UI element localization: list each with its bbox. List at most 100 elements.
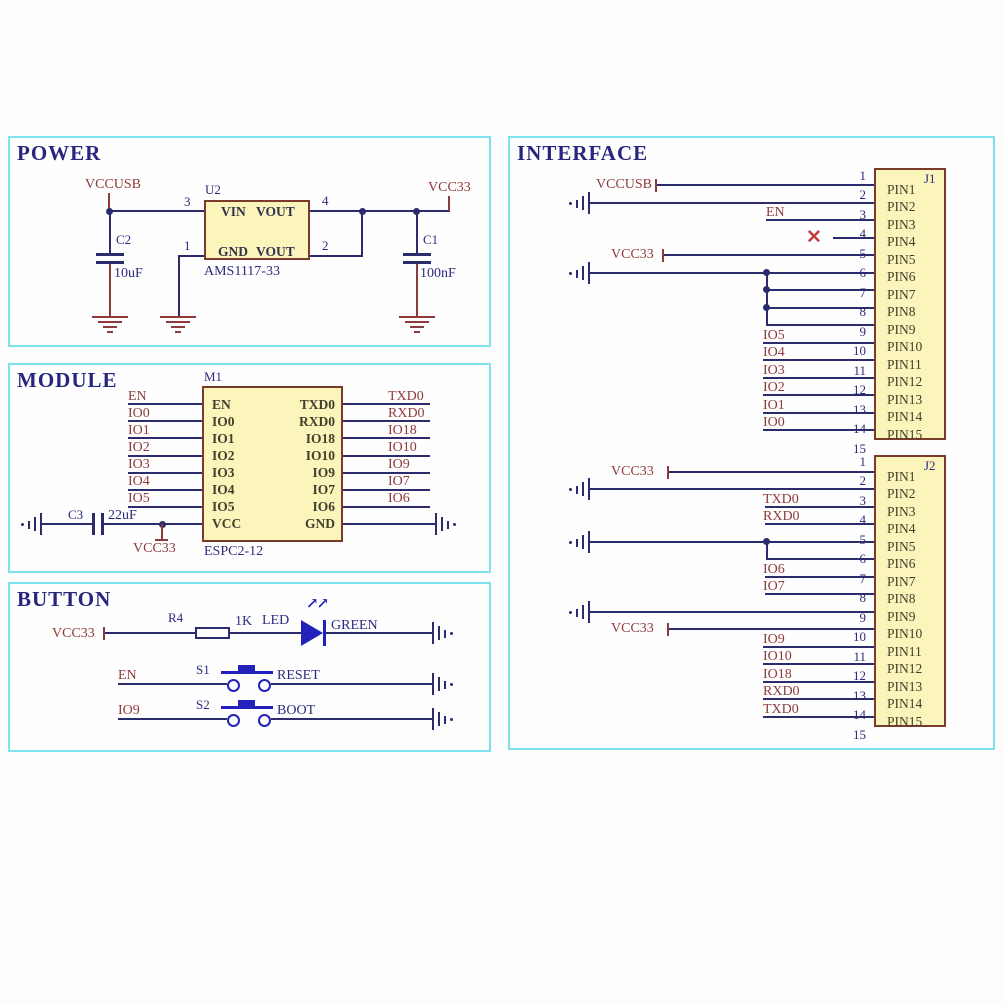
wire — [128, 506, 202, 508]
c2-value: 10uF — [114, 266, 143, 281]
wire — [763, 663, 874, 665]
net-label-io7: IO7 — [763, 579, 785, 594]
j1-pin-number: 12 — [853, 382, 866, 397]
r4-value: 1K — [235, 614, 253, 629]
wire — [766, 272, 768, 326]
wire — [765, 593, 874, 595]
wire — [128, 455, 202, 457]
j1-pin-name: PIN3 — [887, 216, 916, 232]
wire — [763, 342, 874, 344]
led-icon — [301, 620, 323, 646]
wire — [766, 289, 874, 291]
net-label-io9: IO9 — [118, 703, 140, 718]
wire — [108, 193, 110, 211]
u2-pin-vout-bot: VOUT — [256, 244, 295, 259]
net-label-vcc33: VCC33 — [133, 541, 176, 556]
m1-pin-name: RXD0 — [299, 413, 335, 429]
power-port-bar — [662, 249, 664, 262]
net-label: IO0 — [128, 405, 150, 421]
ground-icon — [18, 512, 42, 536]
j2-pin-number: 10 — [853, 629, 866, 644]
u2-refdes: U2 — [205, 182, 221, 197]
wire — [590, 488, 874, 490]
net-label: IO2 — [763, 380, 785, 396]
wire — [766, 324, 874, 326]
j2-pin-number: 11 — [853, 648, 866, 664]
wire — [766, 219, 874, 221]
wire — [667, 471, 874, 473]
wire — [448, 196, 450, 211]
wire — [765, 523, 874, 525]
j2-pin-name: PIN3 — [887, 503, 916, 519]
resistor-r4-body — [195, 627, 230, 639]
led-color-label: GREEN — [331, 618, 378, 633]
j2-pin-number: 8 — [859, 590, 867, 605]
m1-pin-name: IO6 — [312, 499, 335, 515]
module-title: MODULE — [17, 368, 118, 392]
net-label: IO9 — [388, 457, 410, 473]
wire — [416, 212, 418, 253]
wire — [343, 472, 430, 474]
wire — [343, 506, 430, 508]
net-label: IO7 — [388, 474, 410, 490]
j1-pin-number: 5 — [859, 245, 867, 261]
wire — [105, 632, 195, 634]
u2-pin-number-4: 4 — [322, 193, 329, 208]
j2-connector-body — [874, 455, 946, 727]
power-port-bar — [667, 623, 669, 636]
net-label: TXD0 — [763, 701, 799, 717]
m1-pin-name: IO3 — [212, 465, 235, 481]
m1-pin-name: IO0 — [212, 413, 235, 429]
j2-pin-name: PIN9 — [887, 608, 916, 624]
j2-pin-name: PIN7 — [887, 573, 916, 589]
wire — [590, 202, 874, 204]
net-label: IO1 — [763, 397, 785, 413]
net-label: IO4 — [763, 345, 785, 361]
net-label: IO5 — [128, 491, 150, 507]
wire — [766, 558, 874, 560]
earth-ground-icon — [399, 316, 435, 336]
net-label: IO3 — [763, 362, 785, 378]
net-label: IO2 — [128, 439, 150, 455]
net-label: IO4 — [128, 474, 150, 490]
j1-pin-number: 2 — [859, 187, 867, 202]
m1-pin-name: IO2 — [212, 447, 235, 463]
net-label-vcc33: VCC33 — [611, 247, 654, 262]
wire — [590, 541, 874, 543]
no-connect-icon: ✕ — [806, 227, 822, 248]
wire — [766, 541, 768, 560]
net-label: IO10 — [763, 649, 792, 665]
junction-dot — [413, 208, 420, 215]
net-label: IO5 — [763, 327, 785, 343]
j1-pin-name: PIN5 — [887, 251, 916, 267]
net-label-vcc33: VCC33 — [611, 621, 654, 636]
r4-refdes: R4 — [168, 610, 184, 625]
net-label: IO3 — [128, 457, 150, 473]
wire — [128, 437, 202, 439]
wire — [161, 524, 163, 539]
wire — [655, 184, 874, 186]
wire — [343, 437, 430, 439]
net-label: IO6 — [388, 491, 410, 507]
net-label-txd0: TXD0 — [763, 492, 799, 507]
m1-pin-name: VCC — [212, 516, 242, 532]
wire — [343, 420, 430, 422]
net-label-en: EN — [766, 205, 785, 220]
j1-pin-name: PIN15 — [887, 426, 923, 442]
j2-pin-name: PIN4 — [887, 521, 916, 537]
net-label-vccusb: VCCUSB — [596, 177, 653, 192]
led-cathode-bar — [323, 620, 326, 646]
c3-refdes: C3 — [68, 507, 84, 522]
wire — [104, 523, 202, 525]
ground-icon — [566, 600, 590, 624]
wire — [326, 632, 432, 634]
j2-pin-name: PIN12 — [887, 661, 923, 677]
junction-dot — [763, 304, 770, 311]
wire — [766, 307, 874, 309]
j2-pin-number: 5 — [859, 531, 867, 547]
j2-pin-name: PIN11 — [887, 643, 922, 659]
c1-value: 100nF — [420, 266, 456, 281]
